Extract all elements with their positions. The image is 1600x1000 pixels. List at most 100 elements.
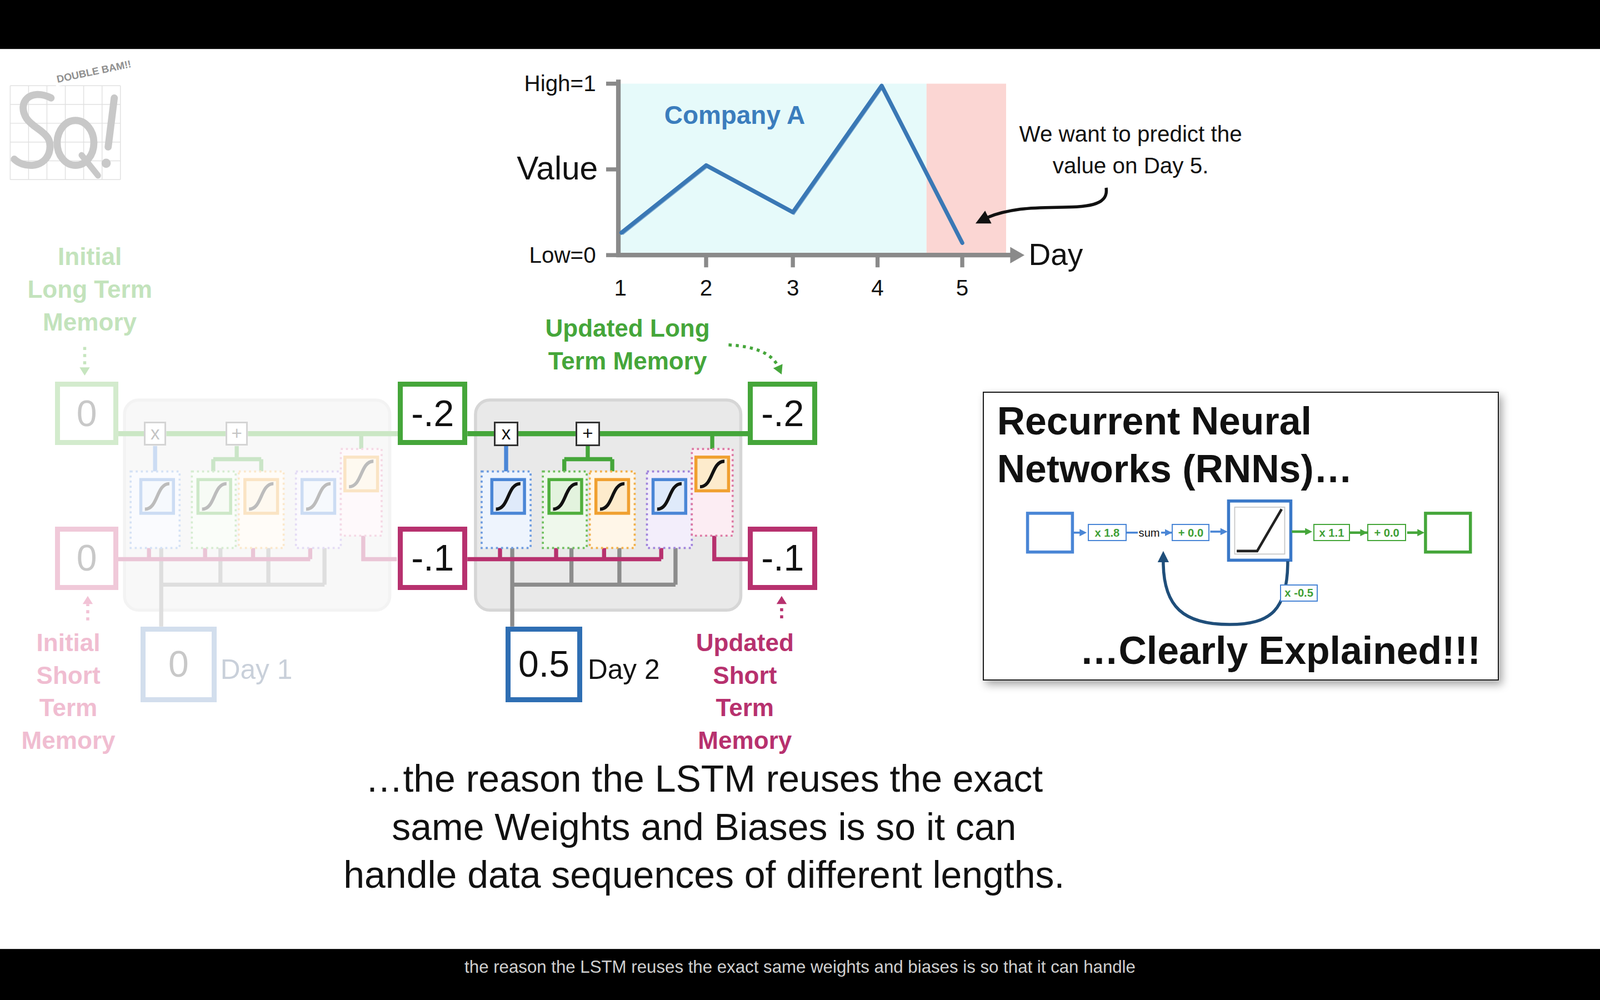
text-label: High=1: [524, 68, 597, 99]
connector: [247, 431, 398, 437]
known-days-region: [620, 83, 927, 254]
logo-grid: [10, 141, 120, 143]
panel-title: Recurrent Neural Networks (RNNs)…: [997, 397, 1406, 494]
logo: [10, 85, 120, 180]
data-line: [621, 85, 963, 243]
box-text: -.2: [761, 393, 804, 434]
memory-box: -.1: [747, 526, 818, 590]
axis-tick: [606, 253, 619, 258]
connector: [1350, 531, 1368, 534]
activation-curve: [600, 483, 625, 510]
gate-group: [481, 471, 531, 549]
logo-grid: [10, 179, 120, 180]
arrowhead: [1157, 551, 1169, 563]
connector: [467, 431, 494, 437]
connector: [518, 431, 576, 437]
logo-letter: [57, 120, 94, 166]
text-label: Day: [1028, 235, 1083, 275]
text-label: Updated Short Term Memory: [688, 626, 802, 758]
activation-curve: [202, 483, 227, 510]
box-text: +: [582, 423, 593, 444]
subtitle-bar: [0, 948, 1600, 1000]
box-text: x -0.5: [1284, 586, 1314, 599]
text-label: Updated Long Term Memory: [530, 312, 725, 378]
weight-box: x 1.8: [1087, 523, 1127, 542]
activation-curve: [145, 483, 170, 510]
weight-box: x 1.1: [1313, 523, 1350, 542]
activation-icon: [653, 479, 687, 514]
gate-group: [590, 471, 635, 549]
activation-curve: [657, 483, 682, 510]
short-term-output-wire: [363, 535, 398, 559]
leader-line: [83, 346, 87, 368]
logo-letter: [108, 97, 115, 147]
text-label: Day 2: [587, 651, 660, 688]
arrowhead: [975, 210, 992, 224]
arrowhead: [1079, 528, 1087, 537]
axis-tick: [606, 167, 619, 172]
activation-curve: [306, 483, 331, 510]
relu-frame: [1234, 507, 1285, 554]
leader-line: [728, 345, 778, 366]
logo-grid: [10, 85, 11, 180]
panel-tagline: …Clearly Explained!!!: [1080, 626, 1481, 675]
panel-ground: [982, 391, 1499, 681]
operation-box: +: [225, 421, 248, 445]
arrowhead: [1417, 528, 1425, 537]
gate-group: [238, 471, 284, 549]
box-text: x 1.8: [1094, 526, 1120, 539]
logo-grid: [10, 85, 120, 87]
forget-wire: [153, 446, 158, 472]
x-axis: [616, 252, 1014, 258]
input-gate-wire: [213, 446, 262, 472]
output-node: [1425, 513, 1471, 553]
box-text: x 1.1: [1318, 526, 1344, 539]
top-bar: [0, 0, 1600, 49]
logo-letter: [81, 155, 98, 176]
predict-day-region: [926, 83, 1007, 254]
flow-arrow: [1291, 530, 1308, 534]
connector: [600, 431, 748, 437]
text-label: 5: [956, 273, 969, 303]
relu-curve: [1236, 509, 1282, 552]
activation-curve: [496, 483, 521, 510]
text-label: 2: [700, 273, 713, 303]
activation-curve: [700, 461, 725, 487]
memory-box: 0: [55, 381, 119, 445]
axis-tick: [606, 81, 619, 86]
box-text: -.1: [761, 537, 804, 579]
text-label: the reason the LSTM reuses the exact sam…: [464, 956, 1136, 979]
operation-box: x: [143, 421, 167, 445]
leader-line: [780, 603, 784, 619]
memory-box: -.2: [397, 381, 468, 445]
callout-arrow: [987, 187, 1107, 218]
text-label: Day 1: [220, 651, 293, 688]
gate-group: [340, 448, 382, 536]
box-text: +: [231, 423, 242, 444]
bias-box: + 0.0: [1171, 523, 1210, 542]
gate-group: [130, 471, 180, 549]
box-text: + 0.0: [1373, 526, 1399, 539]
text-label: DOUBLE BAM!!: [53, 56, 135, 87]
arrowhead: [773, 363, 783, 375]
weight-box: x -0.5: [1280, 584, 1318, 602]
box-text: -.1: [411, 537, 454, 579]
box-text: + 0.0: [1178, 526, 1204, 539]
text-label: 1: [614, 273, 627, 303]
axis-arrowhead: [1010, 246, 1025, 263]
feedback-loop: [1163, 561, 1288, 625]
gate-group: [691, 448, 733, 536]
gate-group: [646, 471, 692, 549]
box-text: x: [501, 423, 512, 444]
text-label: Value: [516, 147, 598, 190]
rnn-inset: [982, 391, 1499, 681]
gate-group: [542, 471, 587, 549]
arrowhead: [776, 596, 787, 605]
activation-icon: [696, 457, 729, 492]
text-label: 4: [871, 273, 884, 303]
lstm-unit-group: [467, 400, 748, 627]
data-line-sketch: [622, 87, 963, 245]
short-term-output-wire: [714, 535, 749, 559]
